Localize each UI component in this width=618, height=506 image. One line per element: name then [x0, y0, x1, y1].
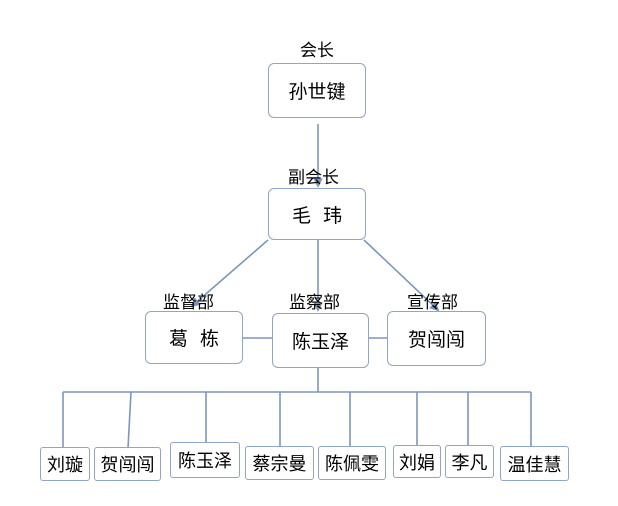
member-name: 李凡 [451, 452, 488, 474]
drop-member-2 [127, 391, 132, 449]
member-name: 陈佩雯 [325, 454, 379, 475]
dept-name-publicity: 贺闯闯 [407, 329, 465, 351]
connector-vice-publicity [363, 239, 440, 312]
president-name: 孙世键 [288, 81, 346, 103]
vice-name: 毛 玮 [291, 204, 343, 227]
member-box: 陈佩雯 [318, 446, 386, 480]
member-box: 贺闯闯 [94, 447, 161, 481]
dept-name-inspection: 陈玉泽 [291, 331, 349, 353]
member-name: 陈玉泽 [178, 451, 232, 472]
dept-title-inspection: 监察部 [289, 293, 340, 313]
member-box: 刘娟 [393, 445, 441, 478]
member-box: 陈玉泽 [170, 442, 240, 478]
member-name: 刘娟 [399, 452, 435, 474]
dept-box-publicity: 贺闯闯 [387, 311, 486, 366]
vice-title: 副会长 [288, 168, 339, 188]
president-box: 孙世键 [268, 63, 366, 118]
president-title: 会长 [300, 41, 334, 61]
member-name: 贺闯闯 [100, 455, 155, 476]
member-box: 温佳慧 [500, 446, 569, 481]
dept-box-inspection: 陈玉泽 [272, 313, 369, 368]
member-name: 温佳慧 [507, 454, 562, 476]
member-box: 刘璇 [40, 447, 90, 481]
dept-name-supervision: 葛 栋 [168, 328, 220, 350]
dept-title-publicity: 宣传部 [407, 293, 458, 313]
connector-vice-supervision [190, 239, 269, 308]
vice-box: 毛 玮 [268, 188, 366, 240]
member-box: 李凡 [445, 445, 494, 478]
member-name: 刘璇 [47, 455, 83, 476]
dept-box-supervision: 葛 栋 [145, 311, 243, 364]
dept-title-supervision: 监督部 [163, 293, 214, 313]
member-box: 蔡宗曼 [245, 446, 314, 480]
member-name: 蔡宗曼 [252, 454, 307, 475]
